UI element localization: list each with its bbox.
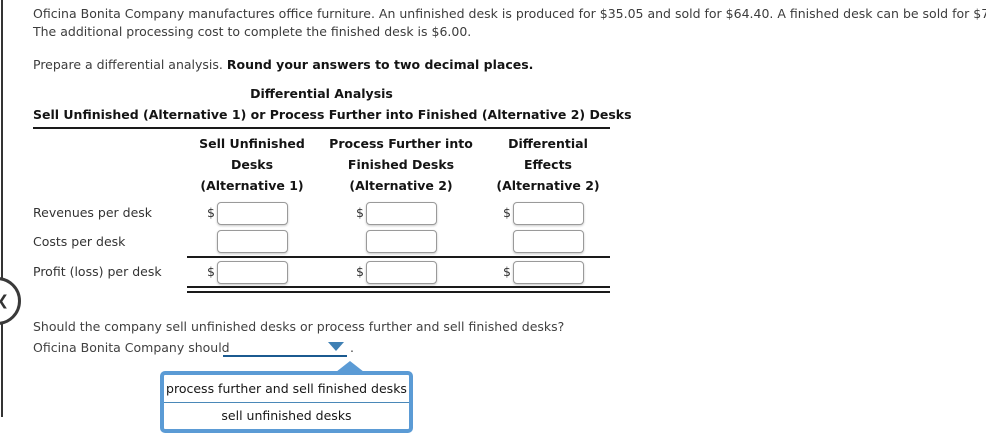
dollar-sign: $ (207, 205, 215, 220)
col1-line1: Sell Unfinished (199, 136, 305, 151)
dollar-sign: $ (356, 205, 364, 220)
dollar-sign: $ (207, 264, 215, 279)
dropdown-option-sell-unfinished[interactable]: sell unfinished desks (221, 408, 352, 424)
column-header-differential: Differential Effects (Alternative 2) (468, 133, 628, 196)
chevron-left-icon: ❮ (0, 293, 9, 309)
panel-collapse-button[interactable]: ❮ (0, 277, 21, 325)
dropdown-caret-icon[interactable] (328, 342, 344, 351)
col3-line3: (Alternative 2) (496, 178, 600, 193)
column-header-alternative2: Process Further into Finished Desks (Alt… (321, 133, 481, 196)
table-title: Differential Analysis (250, 86, 393, 101)
instruction-bold: Round your answers to two decimal places… (226, 57, 534, 72)
revenues-alt2-input[interactable] (366, 202, 437, 225)
column-header-alternative1: Sell Unfinished Desks (Alternative 1) (172, 133, 332, 196)
dollar-sign: $ (356, 264, 364, 279)
table-subtitle: Sell Unfinished (Alternative 1) or Proce… (33, 107, 632, 122)
row-label-revenues: Revenues per desk (33, 205, 153, 220)
profit-differential-input[interactable] (513, 261, 584, 284)
revenues-alt1-input[interactable] (217, 202, 288, 225)
dropdown-option-process-further[interactable]: process further and sell finished desks (164, 375, 409, 403)
col2-line1: Process Further into (329, 136, 473, 151)
row-label-profit: Profit (loss) per desk (33, 264, 162, 279)
dropdown-callout-arrow-icon (336, 361, 364, 372)
table-header-rule (33, 127, 610, 129)
answer-prefix: Oficina Bonita Company should (33, 340, 230, 355)
col1-line2: Desks (230, 157, 274, 172)
instruction-line: Prepare a differential analysis. Round y… (33, 57, 533, 72)
dollar-sign: $ (503, 205, 511, 220)
col3-line2: Effects (524, 157, 572, 172)
dollar-sign: $ (503, 264, 511, 279)
col1-line3: (Alternative 1) (200, 178, 304, 193)
profit-alt2-input[interactable] (366, 261, 437, 284)
panel-edge-line-top (1, 0, 3, 278)
profit-alt1-input[interactable] (217, 261, 288, 284)
col2-line2: Finished Desks (347, 157, 455, 172)
row-label-costs: Costs per desk (33, 234, 126, 249)
answer-dropdown-blank[interactable] (223, 355, 347, 357)
col2-line3: (Alternative 2) (349, 178, 453, 193)
question-text: Should the company sell unfinished desks… (33, 319, 565, 334)
dropdown-options-list: process further and sell finished desks … (160, 371, 413, 433)
costs-differential-input[interactable] (513, 230, 584, 253)
costs-alt1-input[interactable] (217, 230, 288, 253)
problem-text-line1: Oficina Bonita Company manufactures offi… (33, 6, 986, 21)
total-double-rule (187, 286, 610, 293)
costs-alt2-input[interactable] (366, 230, 437, 253)
revenues-differential-input[interactable] (513, 202, 584, 225)
answer-suffix: . (350, 340, 354, 355)
col3-line1: Differential (508, 136, 588, 151)
instruction-normal: Prepare a differential analysis. (33, 57, 227, 72)
subtotal-rule (187, 256, 610, 258)
problem-text-line2: The additional processing cost to comple… (33, 24, 472, 39)
panel-edge-line-bottom (1, 324, 3, 417)
